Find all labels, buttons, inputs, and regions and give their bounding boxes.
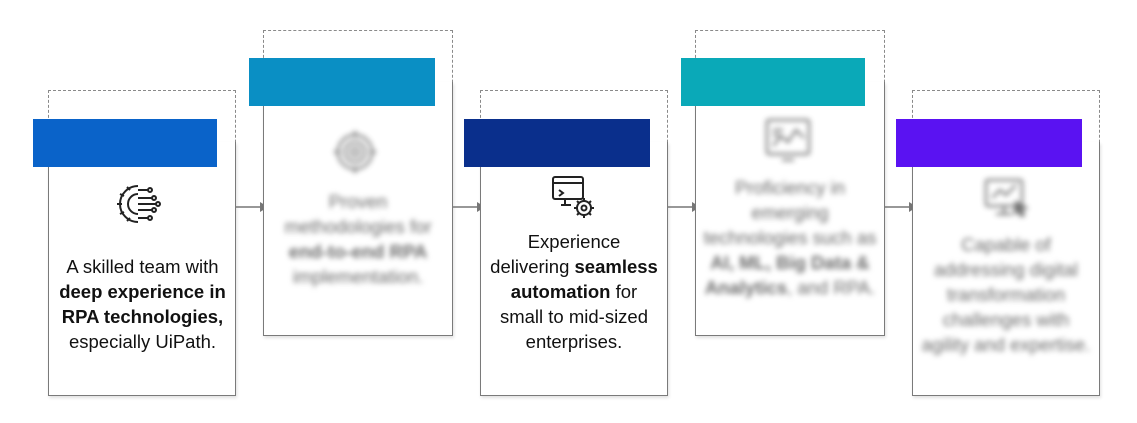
analytics-screen-icon [765, 118, 811, 162]
step-2-text: Proven methodologies for end-to-end RPA … [272, 189, 444, 289]
step-3-header-bar [464, 119, 650, 167]
step-4-text-regular: Proficiency in emerging technologies suc… [703, 177, 877, 248]
step-3-text-bold: seamless automation [510, 256, 658, 302]
step-2-header-bar [249, 58, 435, 106]
step-5-card [912, 142, 1100, 396]
step-3-text-regular: Experience delivering [490, 231, 621, 277]
step-3-card [480, 142, 668, 396]
monitor-cursor-icon [984, 178, 1030, 218]
step-2-text-regular: Proven methodologies for [284, 191, 432, 237]
computer-gear-icon [552, 176, 594, 218]
step-1-text-bold: deep experience in RPA technologies, [59, 281, 226, 327]
ai-chip-gear-icon [117, 185, 161, 223]
step-5-header-bar [896, 119, 1082, 167]
step-5-text-regular: Capable of addressing digital transforma… [921, 234, 1091, 355]
step-4-header-bar [681, 58, 865, 106]
step-5-text: Capable of addressing digital transforma… [920, 232, 1092, 357]
step-4-text-bold: AI, ML, Big Data & Analytics [704, 252, 870, 298]
step-3-text-end: for small to mid-sized enterprises. [499, 281, 649, 352]
step-1-text-end: especially UiPath. [68, 331, 217, 352]
step-1-text: A skilled team with deep experience in R… [55, 254, 230, 354]
step-2-text-bold: end-to-end RPA [288, 241, 428, 262]
target-gear-icon [334, 131, 376, 173]
step-4-text: Proficiency in emerging technologies suc… [703, 175, 877, 300]
step-2-card [263, 82, 453, 336]
step-4-card [695, 82, 885, 336]
step-3-text: Experience delivering seamless automatio… [487, 229, 661, 354]
step-4-text-end: , and RPA. [787, 277, 876, 298]
step-1-header-bar [33, 119, 217, 167]
step-1-card [48, 142, 236, 396]
step-1-text-regular: A skilled team with [66, 256, 219, 277]
step-2-text-end: implementation. [292, 266, 424, 287]
